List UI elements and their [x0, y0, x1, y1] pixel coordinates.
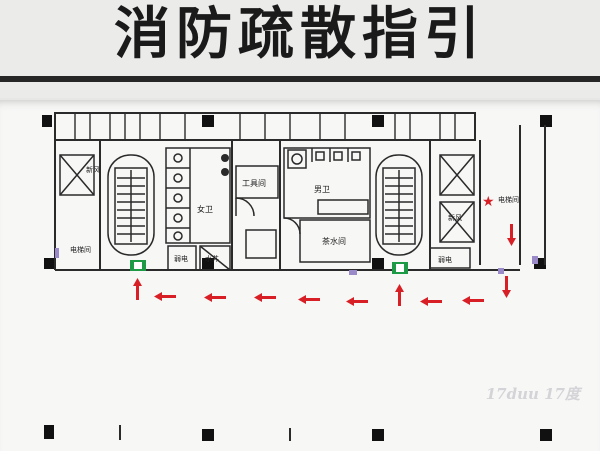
arrow-left-icon: [298, 295, 320, 304]
right-stairwell: [375, 154, 423, 256]
page-title: 消防疏散指引: [114, 2, 486, 67]
bottom-markers: [119, 425, 291, 441]
arrow-up-icon: [133, 278, 142, 300]
weak-current-left-label: 弱电: [174, 254, 188, 263]
door-markers: [55, 248, 538, 275]
exit-sign-icon: [392, 262, 408, 274]
male-toilet-room: [283, 147, 371, 263]
floor-plan-sheet: 新风 新风: [0, 100, 600, 451]
left-shaft-label: 新风: [86, 165, 100, 174]
sink-icon: [221, 154, 229, 162]
tea-room-label: 茶水间: [322, 236, 346, 246]
arrow-left-icon: [346, 297, 368, 306]
evacuation-route-arrows: [133, 224, 516, 306]
weak-current-right-label: 弱电: [438, 255, 452, 264]
water-shaft-label: 水井: [205, 254, 219, 263]
you-are-here-star-icon: ★: [482, 194, 495, 210]
arrow-left-icon: [254, 293, 276, 302]
arrow-left-icon: [204, 293, 226, 302]
title-banner: 消防疏散指引: [0, 0, 600, 98]
exit-sign-icon: [130, 260, 146, 271]
male-toilet-label: 男卫: [314, 185, 330, 194]
corner-markers: [42, 115, 552, 441]
sink-icon: [221, 168, 229, 176]
arrow-left-icon: [462, 296, 484, 305]
female-toilet-room: [165, 147, 231, 271]
tool-room-label: 工具间: [242, 179, 266, 188]
right-shaft-label: 新风: [448, 213, 462, 222]
elevator-right-label: 电梯间: [498, 195, 519, 204]
watermark: 17duu 17度: [485, 385, 580, 403]
arrow-left-icon: [154, 292, 176, 301]
tool-room: [235, 165, 279, 259]
left-shaft: [59, 154, 95, 196]
right-weak-current-room: [429, 247, 471, 269]
arrow-up-icon: [395, 284, 404, 306]
arrow-left-icon: [420, 297, 442, 306]
title-divider: [0, 76, 600, 82]
left-stairwell: [107, 154, 155, 256]
right-shafts: [439, 154, 475, 243]
top-beam-ticks: [74, 113, 456, 140]
elevator-left-label: 电梯间: [70, 245, 91, 254]
evacuation-floor-plan: 新风 新风: [42, 112, 552, 441]
female-toilet-label: 女卫: [197, 204, 213, 214]
arrow-down-icon: [507, 224, 516, 246]
arrow-down-icon: [502, 276, 511, 298]
